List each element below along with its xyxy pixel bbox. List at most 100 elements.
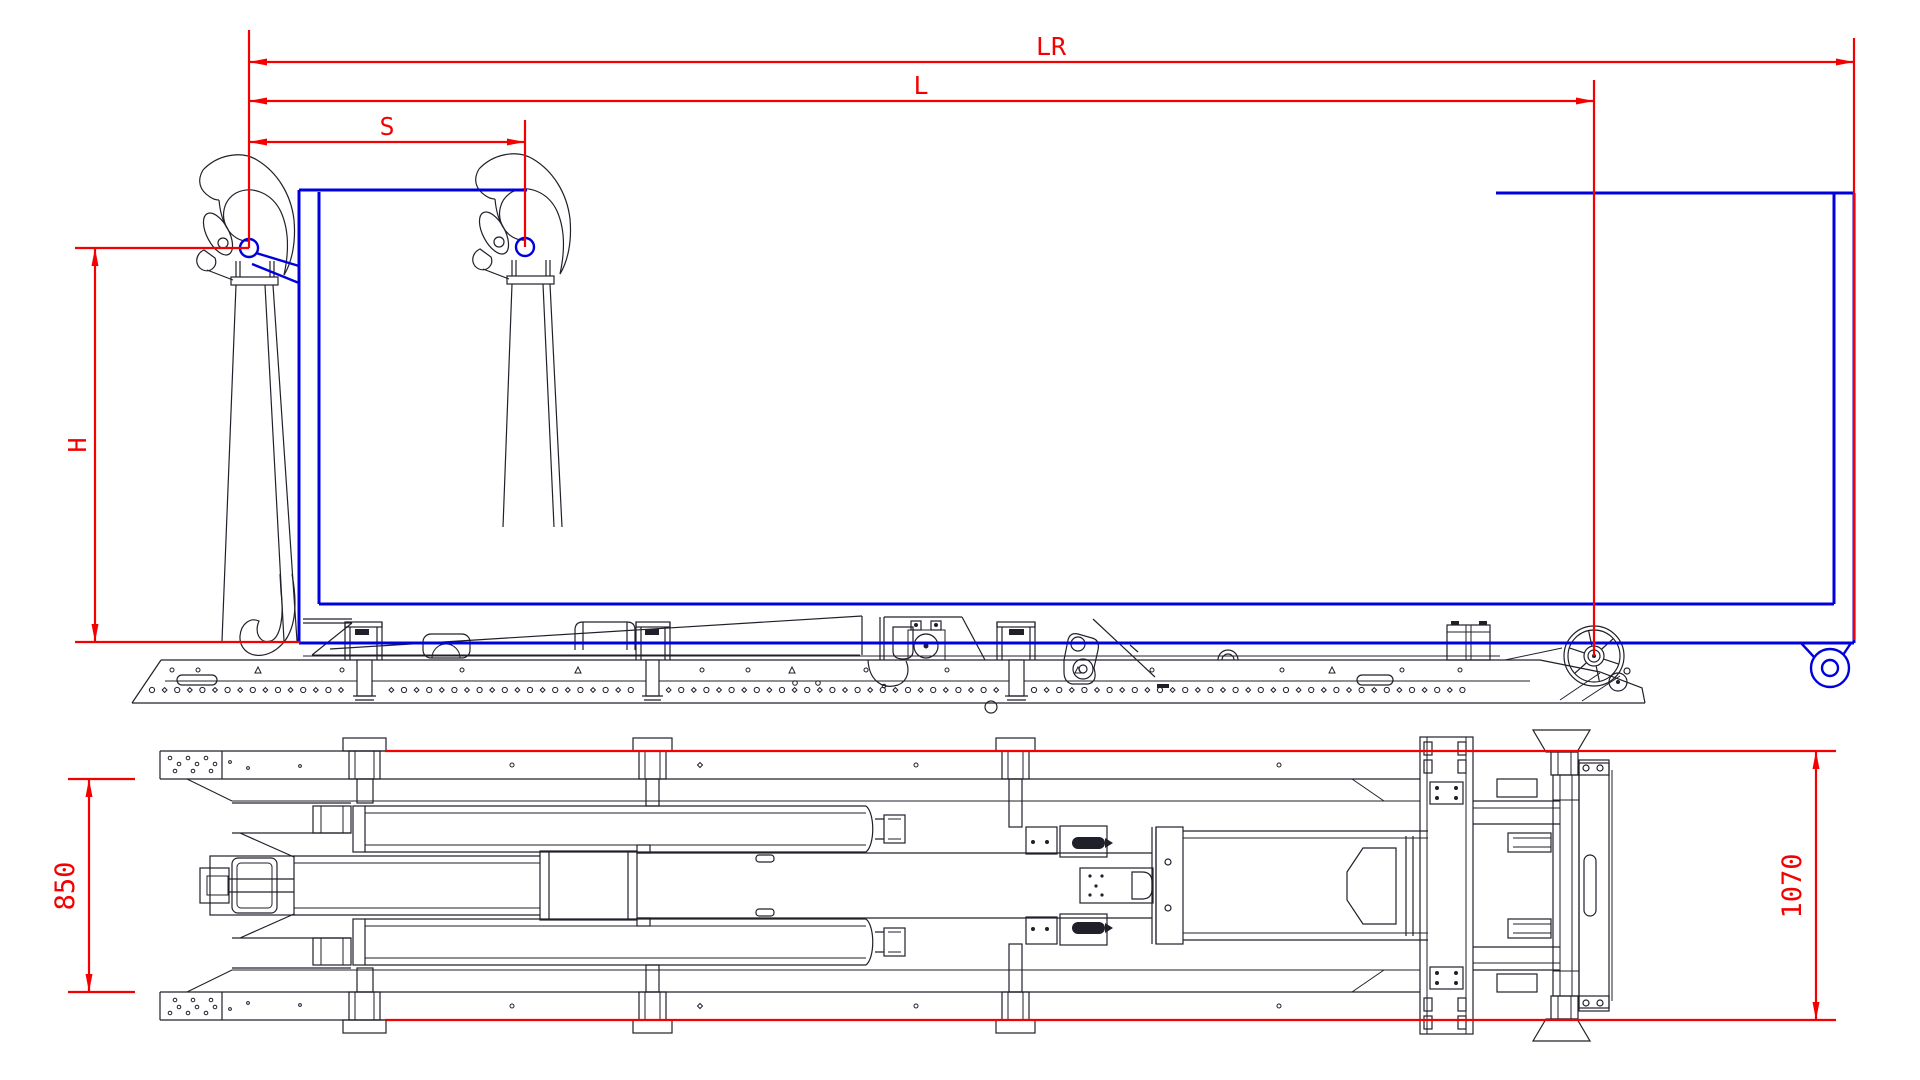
bolt-hole bbox=[1459, 686, 1466, 694]
bolt-hole bbox=[1043, 686, 1050, 694]
rail-hole bbox=[1276, 762, 1282, 768]
dimension-L: L bbox=[249, 71, 1594, 105]
rear-frame-plates bbox=[1183, 830, 1428, 941]
bolt-hole bbox=[892, 686, 899, 694]
lower-j-hook bbox=[239, 573, 296, 657]
dimension-LR-label: LR bbox=[1036, 32, 1067, 61]
end-cap-hole bbox=[298, 764, 302, 768]
support-leg-1 bbox=[344, 621, 383, 701]
rear-crossmember-side bbox=[1446, 621, 1491, 661]
dimension-LR: LR bbox=[249, 32, 1854, 66]
tilt-boom-mechanism bbox=[303, 615, 1169, 701]
bolt-hole bbox=[489, 686, 496, 694]
bolt-hole bbox=[602, 686, 609, 694]
bolt-hole bbox=[1156, 686, 1164, 694]
bolt-hole bbox=[1245, 686, 1252, 694]
rail-hole bbox=[913, 1003, 919, 1009]
bolt-hole bbox=[1106, 686, 1113, 694]
bolt-hole bbox=[249, 686, 256, 694]
dimension-850-label: 850 bbox=[50, 862, 81, 911]
roller-bolt-strip bbox=[1578, 759, 1610, 776]
arrowhead bbox=[249, 97, 267, 105]
bolt-hole bbox=[325, 686, 332, 694]
frame-hole bbox=[1149, 667, 1155, 673]
bolt-hole bbox=[1219, 686, 1227, 694]
bolt-hole bbox=[1408, 686, 1416, 694]
bolt-hole bbox=[274, 686, 282, 694]
container-outline bbox=[238, 188, 1856, 689]
hook-column-extended bbox=[502, 283, 563, 528]
plan-leg-1 bbox=[342, 737, 387, 804]
container-back-wall bbox=[1832, 193, 1856, 643]
bolt-hole bbox=[589, 686, 597, 694]
frame-bolt-dash bbox=[1157, 684, 1169, 688]
bolt-hole bbox=[1270, 686, 1277, 694]
end-cap-hole bbox=[228, 1007, 232, 1011]
hook-head-extended bbox=[472, 153, 572, 285]
bolt-hole bbox=[728, 686, 735, 694]
rear-small-plate bbox=[1496, 778, 1538, 798]
side-view-dimensions: LR L S H bbox=[63, 30, 1856, 656]
bolt-hole bbox=[993, 686, 1000, 694]
bolt-hole bbox=[917, 686, 924, 694]
bolt-hole bbox=[1194, 686, 1201, 694]
plan-view: 850 1070 bbox=[50, 729, 1836, 1042]
end-cap-hole bbox=[208, 768, 214, 774]
bolt-hole bbox=[1320, 686, 1327, 694]
hook-arm-extended bbox=[472, 153, 572, 528]
side-elevation-view: LR L S H bbox=[63, 30, 1856, 714]
frame-slot-rear bbox=[1356, 674, 1394, 686]
bolt-hole bbox=[1434, 686, 1441, 694]
cylinder-rod-clevis bbox=[883, 814, 906, 844]
dimension-S: S bbox=[249, 112, 525, 146]
end-cap-hole bbox=[167, 1010, 173, 1016]
arrowhead bbox=[91, 248, 99, 266]
rear-roller-bar bbox=[1552, 762, 1613, 1009]
end-cap-hole bbox=[167, 755, 173, 761]
bolt-hole bbox=[1068, 686, 1075, 694]
frame-fitting-circle bbox=[984, 700, 998, 714]
plan-centerline-assembly bbox=[167, 736, 1613, 1035]
bolt-hole bbox=[678, 686, 685, 694]
bolt-hole bbox=[577, 686, 584, 694]
wheel-spoke bbox=[1595, 666, 1600, 682]
frame-slot-front bbox=[176, 674, 218, 686]
latch-lever bbox=[478, 211, 510, 255]
end-cap-hole bbox=[190, 768, 196, 774]
rail-hole bbox=[696, 1002, 704, 1010]
bolt-hole bbox=[980, 686, 987, 694]
bolt-hole bbox=[741, 686, 748, 694]
bolt-hole bbox=[1308, 686, 1315, 694]
bolt-hole bbox=[841, 686, 849, 694]
lift-cylinder bbox=[352, 805, 906, 853]
bolt-hole bbox=[690, 686, 697, 694]
end-cap-hole bbox=[185, 755, 191, 761]
bolt-hole bbox=[1119, 686, 1126, 694]
end-cap-hole bbox=[176, 761, 182, 767]
arrowhead bbox=[249, 58, 267, 66]
bolt-hole bbox=[262, 686, 269, 694]
bolt-hole bbox=[791, 686, 798, 694]
bolt-hole bbox=[476, 686, 483, 694]
rear-c-bracket bbox=[1507, 832, 1552, 853]
end-cap-hole bbox=[246, 766, 250, 770]
frame-hole bbox=[339, 667, 345, 673]
arrowhead bbox=[1812, 1002, 1820, 1020]
frame-top-holes bbox=[169, 665, 1463, 674]
bolt-hole bbox=[1446, 686, 1453, 694]
bolt-hole bbox=[1169, 686, 1176, 694]
bolt-hole bbox=[792, 680, 798, 686]
bolt-hole bbox=[778, 686, 786, 694]
frame-hole bbox=[459, 667, 465, 673]
bolt-hole bbox=[1396, 686, 1403, 694]
chassis-frame bbox=[131, 621, 1646, 714]
end-cap-hole bbox=[203, 1010, 209, 1016]
frame-hole bbox=[1279, 667, 1285, 673]
wheel-spoke bbox=[1569, 647, 1585, 654]
arrowhead bbox=[85, 974, 93, 992]
bolt-hole bbox=[539, 686, 546, 694]
support-leg-3 bbox=[996, 621, 1036, 701]
frame-hole bbox=[699, 667, 705, 673]
bolt-hole bbox=[766, 686, 773, 694]
end-cap-hole bbox=[194, 1004, 200, 1010]
